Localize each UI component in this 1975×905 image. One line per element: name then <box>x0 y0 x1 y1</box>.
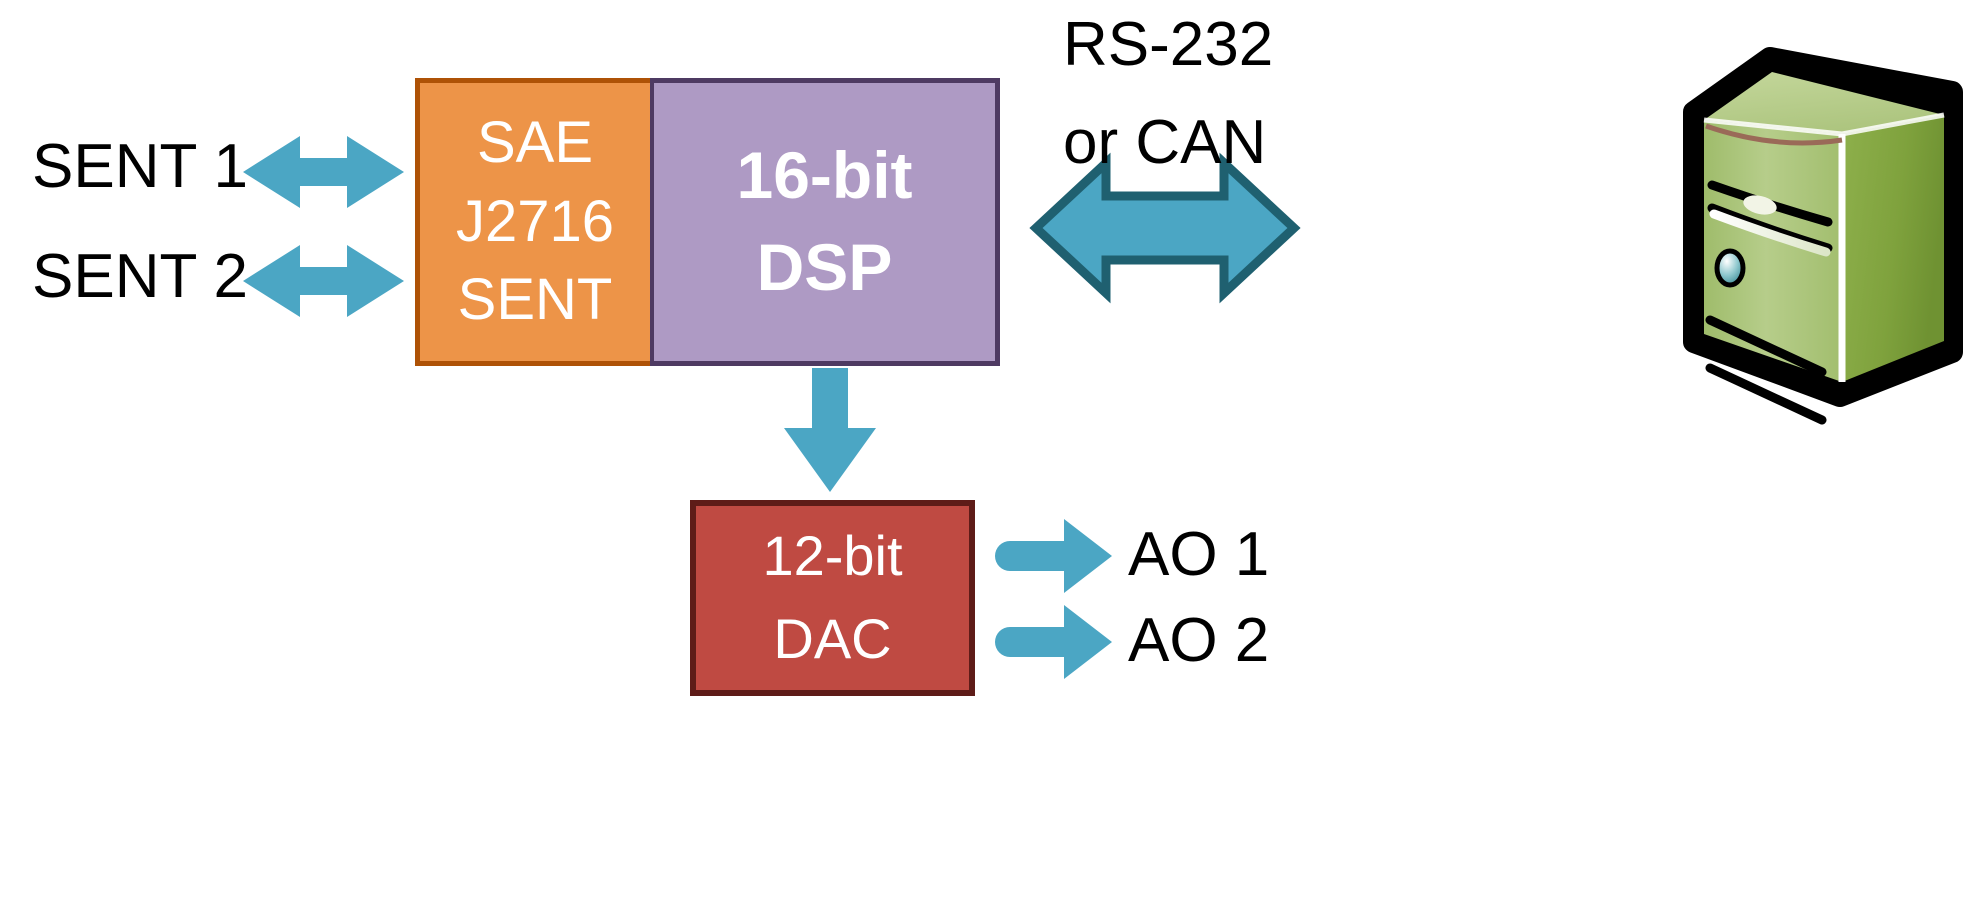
sent-1-double-arrow-icon <box>243 136 404 208</box>
sae-block-line-1: SAE <box>476 109 594 175</box>
output-label-ao-1: AO 1 <box>1128 520 1270 589</box>
block-16-bit-dsp[interactable]: 16-bit DSP <box>650 78 1000 366</box>
dac-block-line-1: 12-bit <box>762 524 903 588</box>
dsp-block-line-2: DSP <box>756 230 893 304</box>
server-tower-icon <box>1683 47 1963 425</box>
ao-2-right-arrow-icon <box>995 605 1112 679</box>
rs232-can-double-arrow-icon <box>1029 152 1301 304</box>
sae-block-line-3: SENT <box>457 267 613 333</box>
link-label-line-2: or CAN <box>1063 108 1267 177</box>
block-sae-j2716-sent[interactable]: SAE J2716 SENT <box>415 78 650 366</box>
link-label-line-1: RS-232 <box>1063 10 1274 79</box>
input-label-sent-2: SENT 2 <box>32 242 248 311</box>
ao-1-right-arrow-icon <box>995 519 1112 593</box>
sent-2-double-arrow-icon <box>243 245 404 317</box>
dsp-block-line-1: 16-bit <box>736 138 913 213</box>
dsp-to-dac-down-arrow-icon <box>784 368 876 492</box>
sae-block-line-2: J2716 <box>455 188 615 254</box>
input-label-sent-1: SENT 1 <box>32 132 248 201</box>
output-label-ao-2: AO 2 <box>1128 606 1270 675</box>
block-12-bit-dac[interactable]: 12-bit DAC <box>690 500 975 696</box>
dac-block-line-2: DAC <box>773 607 892 670</box>
